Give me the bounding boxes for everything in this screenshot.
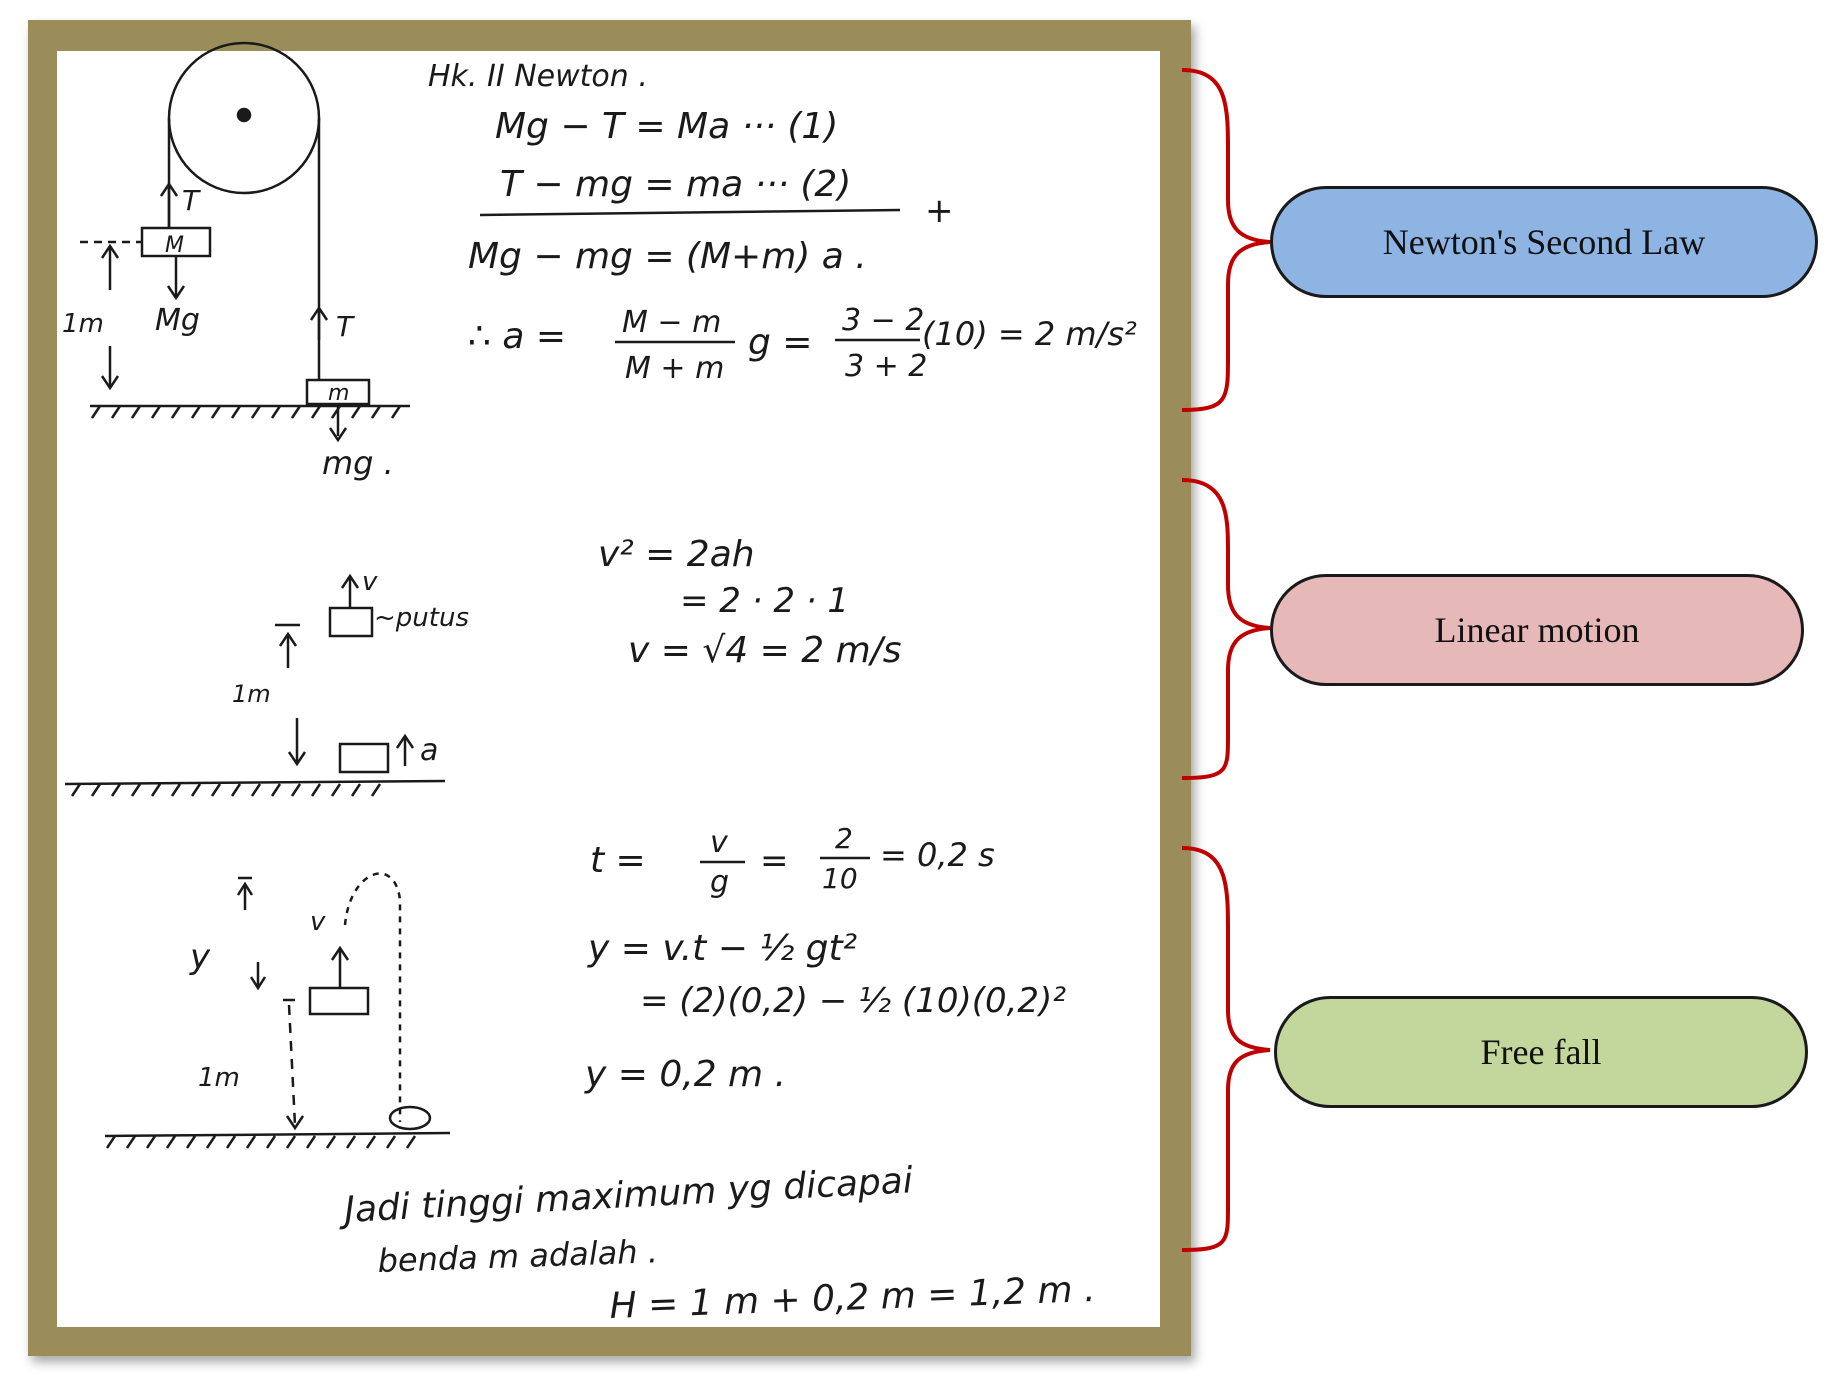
brace-freefall: [1181, 846, 1271, 1252]
eq-velocity: v = √4 = 2 m/s: [628, 630, 902, 671]
ground-1-hatch: [90, 405, 402, 419]
newton-equations: Hk. II Newton . Mg − T = Ma ··· (1) T − …: [428, 59, 1137, 386]
linear-figure: [64, 573, 446, 797]
result-lhs: ∴ a =: [468, 316, 566, 357]
eq-t-lhs: t =: [590, 840, 646, 881]
freefall-figure-labels: y v 1m: [189, 907, 326, 1093]
label-1m: 1m: [62, 309, 104, 339]
frac-2: 2: [835, 822, 853, 855]
frac-v: v: [710, 825, 729, 860]
label-T-left: T: [182, 184, 201, 217]
eq-t-rhs: = 0,2 s: [880, 836, 995, 874]
eq-1: Mg − T = Ma ··· (1): [495, 106, 838, 147]
heading-newton: Hk. II Newton .: [428, 59, 648, 94]
frac1-num: M − m: [622, 305, 721, 340]
freefall-equations: t = v g = 2 10 = 0,2 s y = v.t − ½ gt² =…: [584, 822, 1066, 1095]
frac-10: 10: [822, 862, 858, 895]
eq-3: Mg − mg = (M+m) a .: [468, 236, 867, 277]
ground-3: [104, 1131, 451, 1138]
ground-2: [64, 779, 446, 786]
label-mg: mg .: [322, 444, 394, 482]
linear-equations: v² = 2ah = 2 · 2 · 1 v = √4 = 2 m/s: [598, 534, 902, 671]
frac2-num: 3 − 2: [842, 303, 924, 338]
label-a: a: [420, 733, 438, 768]
frac-g: g: [710, 865, 729, 900]
eq-2: T − mg = ma ··· (2): [500, 164, 851, 205]
linear-figure-labels: v ~putus 1m a: [232, 567, 469, 768]
eq-y-1: y = v.t − ½ gt²: [587, 928, 857, 969]
sum-line: [479, 208, 901, 217]
label-1m: 1m: [198, 1063, 240, 1093]
trajectory: [343, 872, 402, 1122]
label-y: y: [189, 937, 211, 977]
label-free-fall: Free fall: [1274, 996, 1808, 1108]
plus-sign: +: [925, 191, 954, 231]
label-1m: 1m: [232, 680, 271, 708]
freefall-figure: [104, 872, 451, 1149]
eq-t-mid: =: [760, 841, 789, 881]
brace-linear: [1181, 478, 1271, 780]
conclusion-line-2: benda m adalah .: [377, 1232, 659, 1280]
g-equals: g =: [748, 322, 812, 363]
label-newton-second-law: Newton's Second Law: [1270, 186, 1818, 298]
label-M: M: [165, 233, 184, 258]
result-rhs: (10) = 2 m/s²: [922, 315, 1137, 353]
label-m: m: [328, 381, 349, 406]
eq-y-3: y = 0,2 m .: [584, 1054, 786, 1095]
pulley-axle: [236, 107, 252, 123]
label-v-up: v: [362, 567, 378, 597]
label-linear-motion: Linear motion: [1270, 574, 1804, 686]
brace-newton: [1181, 68, 1271, 412]
label-T-right: T: [336, 310, 355, 343]
height-dash: [287, 1004, 297, 1126]
conclusion-line-1: Jadi tinggi maximum yg dicapai: [337, 1160, 913, 1231]
frac1-den: M + m: [625, 351, 724, 386]
block-landed: [388, 1105, 432, 1131]
conclusion: Jadi tinggi maximum yg dicapai benda m a…: [337, 1160, 1096, 1327]
block-thrown: [308, 986, 370, 1016]
label-putus: ~putus: [374, 603, 469, 633]
eq-v-squared: v² = 2ah: [598, 534, 755, 575]
eq-y-2: = (2)(0,2) − ½ (10)(0,2)²: [640, 981, 1066, 1021]
eq-substitution: = 2 · 2 · 1: [680, 581, 849, 621]
label-v: v: [310, 907, 326, 937]
handwritten-page: [57, 51, 1160, 1327]
conclusion-line-3: H = 1 m + 0,2 m = 1,2 m .: [609, 1269, 1096, 1327]
frac2-den: 3 + 2: [845, 349, 927, 384]
section-braces: [1181, 68, 1271, 1252]
label-Mg: Mg: [155, 303, 200, 338]
pulley-figure-labels: T M Mg 1m T m mg .: [62, 184, 394, 482]
block-lower: [338, 742, 390, 774]
pulley-figure: [80, 41, 410, 443]
block-upper: [328, 606, 374, 638]
